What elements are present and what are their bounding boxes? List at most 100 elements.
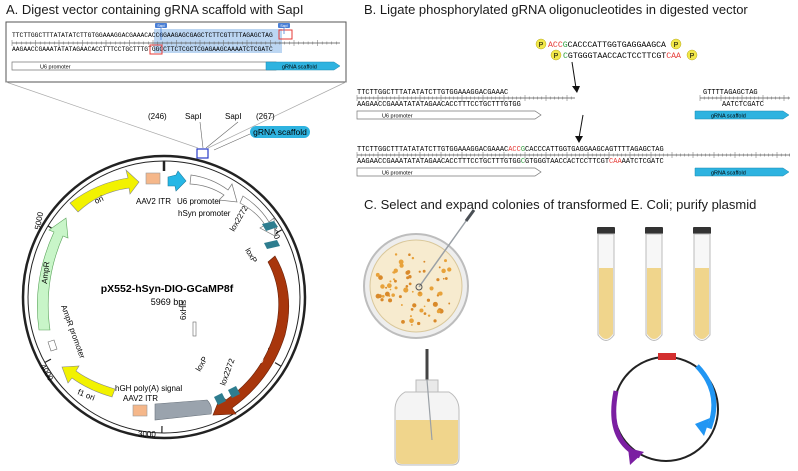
colony — [406, 276, 410, 280]
sapi-label-right: SapI — [225, 112, 241, 121]
phosphate-top-label: P — [539, 42, 544, 49]
zoom-ruler-ticks — [11, 40, 337, 46]
culture-tube-3 — [693, 227, 711, 341]
colony — [405, 285, 409, 288]
cut-scaffold-label: gRNA scaffold — [711, 114, 746, 120]
culture-bottle — [394, 349, 460, 466]
colonies — [375, 253, 452, 326]
lig-scaffold-arrow — [694, 167, 790, 177]
colony — [411, 324, 413, 326]
pick-tip-shaft — [418, 220, 467, 288]
colony — [427, 314, 431, 317]
colony — [408, 253, 411, 256]
zoom-u6-label: U6 promoter — [40, 65, 71, 71]
colony — [400, 304, 403, 306]
colony — [417, 321, 421, 326]
plasmid-backbone-outer — [21, 154, 307, 440]
itr-bottom-label: AAV2 ITR — [123, 394, 158, 403]
zoom-scaffold-label: gRNA scaffold — [282, 65, 317, 71]
lox2272-bottom-feature — [228, 386, 240, 398]
his-label: 6xHis — [179, 300, 188, 320]
hsyn-feature — [189, 174, 238, 203]
purified-purple-arrowhead — [628, 448, 644, 465]
colony — [438, 266, 441, 269]
purified-blue-arc — [695, 364, 717, 430]
hgh-label: hGH poly(A) signal — [115, 384, 182, 393]
site-pos-left: (246) — [148, 112, 167, 121]
colony — [401, 319, 405, 324]
plasmid-major-tick — [275, 229, 283, 234]
cut-u6-arrow — [356, 110, 542, 120]
colony — [442, 277, 445, 280]
purified-purple-arc — [611, 390, 642, 459]
colony — [418, 270, 421, 273]
lox2272-top-feature — [262, 221, 278, 231]
colony — [419, 308, 424, 313]
scaffold-callout — [250, 126, 310, 138]
lig-bottom-d: CAA — [609, 158, 622, 166]
oligo-bottom-mid: GTGGGTAACCACTCCTTCGT — [568, 52, 666, 61]
loxp-bottom-feature — [214, 393, 226, 405]
colony — [409, 318, 414, 324]
picked-colony — [415, 283, 423, 291]
culture-tube-2 — [645, 227, 663, 341]
bottle-tip-shaft — [426, 379, 433, 441]
lig-bottom-a: AAGAACCGAAATATATAGAACACCTTTCCTGCTTTGTGG — [357, 158, 521, 166]
purified-plasmid — [611, 353, 719, 465]
colony — [398, 295, 402, 299]
sapi-site-box-bottom — [149, 44, 163, 55]
colony — [388, 298, 393, 303]
culture-tubes — [597, 227, 711, 341]
ori-feature — [69, 169, 140, 213]
itr-top-feature — [145, 172, 161, 185]
phosphate-bottom-right-label: P — [690, 53, 695, 60]
highlight-region — [154, 29, 282, 53]
phosphate-bottom-right — [686, 49, 698, 61]
colony — [393, 268, 398, 273]
hgh-polya-feature — [154, 399, 212, 421]
oligo-bottom-c: C — [563, 52, 568, 61]
purified-insert — [658, 353, 676, 360]
colony — [423, 312, 427, 316]
oligo-top-rest: CACCCATTGGTGAGGAAGCA — [568, 41, 666, 50]
lig-top-c: G — [521, 146, 525, 154]
lig-bottom-seq: AAGAACCGAAATATATAGAACACCTTTCCTGCTTTGTGG C… — [357, 158, 664, 166]
cut-top-left-seq: TTCTTGGCTTTATATATCTTGTGGAAAGGACGAAAC — [357, 89, 508, 97]
scaffold-leader — [213, 133, 251, 151]
colony — [375, 293, 381, 299]
zoom-region-marker — [196, 148, 209, 159]
phosphate-top-right — [670, 38, 682, 50]
zoom-bottom-seq: AAGAACCGAAATATATAGAACACCTTTCCTGCTTTGTGGC… — [12, 46, 273, 53]
plasmid-size: 5969 bp — [151, 297, 184, 307]
colony — [437, 292, 441, 296]
sapi-label-left: SapI — [185, 112, 201, 121]
sapi-site-box-top — [278, 29, 293, 40]
cut-ruler-ticks — [356, 95, 789, 101]
oligo-top-g: G — [563, 41, 568, 50]
oligo-arrow-line — [571, 61, 577, 89]
tick-label-5000: 5000 — [33, 211, 45, 231]
colony — [385, 286, 388, 289]
loxp-top-feature — [264, 240, 280, 249]
colony — [378, 275, 383, 280]
oligo-top-seq: ACCGCACCCATTGGTGAGGAAGCA — [548, 41, 666, 50]
phosphate-bottom-label: P — [554, 53, 559, 60]
colony — [384, 291, 390, 297]
colony — [436, 278, 440, 282]
ori-label: ori — [93, 194, 105, 206]
itr-bottom-feature — [132, 404, 148, 417]
u6-feature — [167, 170, 187, 192]
sapi-leader-right — [205, 121, 239, 149]
zoom-projection-left — [5, 81, 199, 149]
itr-top-label: AAV2 ITR — [136, 197, 171, 206]
oligo-duplex: P ACCGCACCCATTGGTGAGGAAGCA P P CGTGGGTAA… — [535, 38, 698, 61]
lig-top-b: ACC — [508, 146, 521, 154]
oligo-top-acc: ACC — [548, 41, 563, 50]
ampr-label: AmpR — [40, 261, 51, 284]
colony — [441, 268, 446, 274]
ampr-feature — [37, 217, 69, 331]
plasmid-major-tick — [274, 362, 282, 367]
colony — [394, 253, 398, 256]
